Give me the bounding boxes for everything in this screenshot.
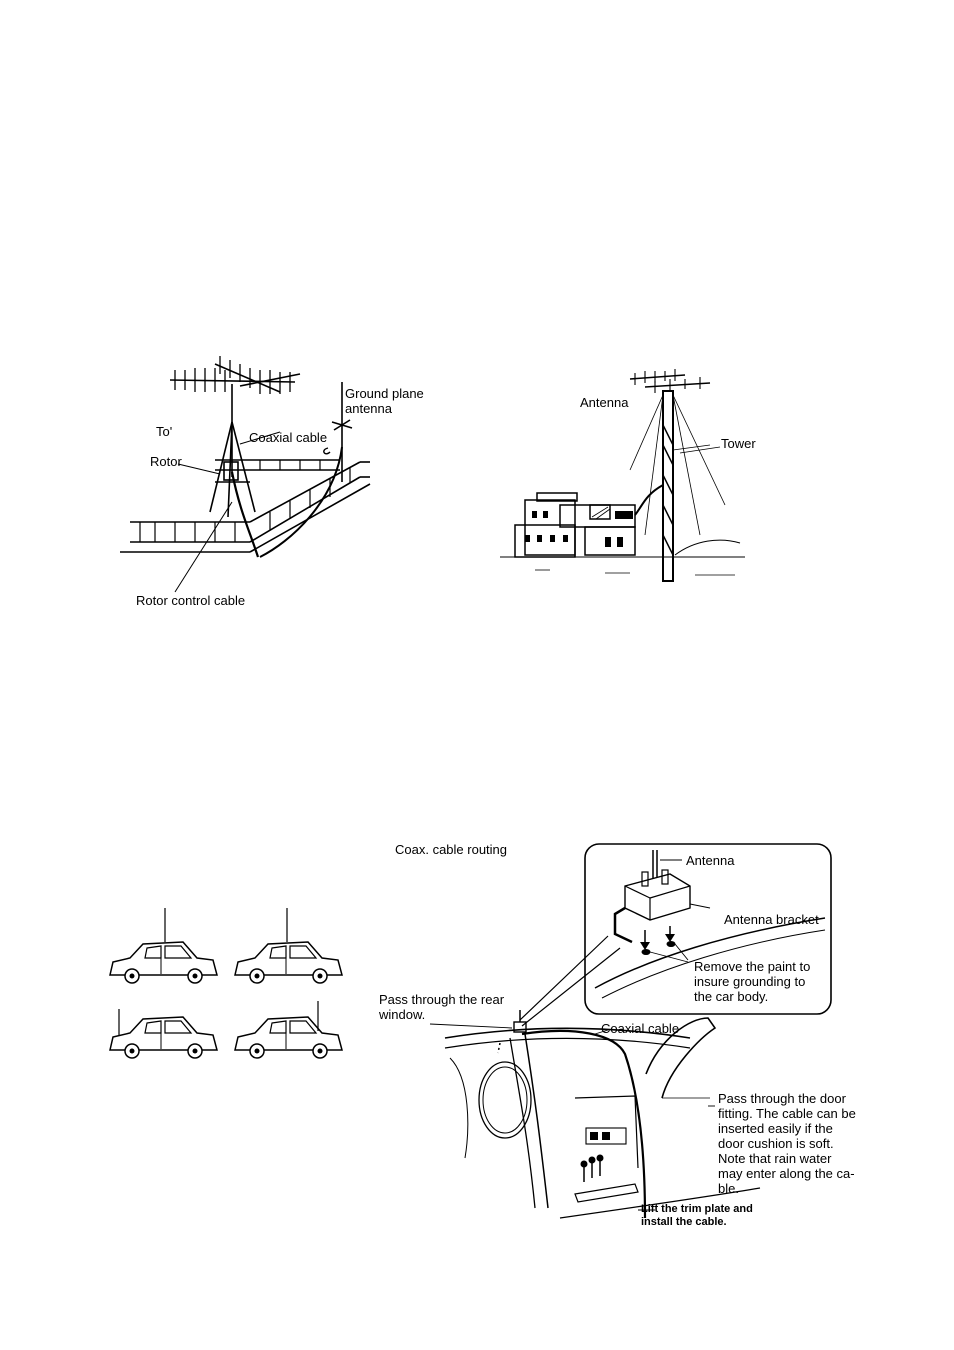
coax-routing-drawing <box>429 843 832 1219</box>
trim-plate-note: Lift the trim plate and install the cabl… <box>641 1203 753 1228</box>
tower-cut-label: To' <box>156 424 173 439</box>
rooftop-antenna-drawing <box>120 356 371 593</box>
rotor-label: Rotor <box>150 454 182 469</box>
ground-plane-label: Ground plane antenna <box>345 386 424 416</box>
car-antenna-positions-figure <box>105 905 355 1065</box>
car-antenna-positions-drawing <box>109 908 343 1059</box>
coaxial-cable-label-car: Coaxial cable <box>601 1021 680 1036</box>
rotor-control-cable-label: Rotor control cable <box>136 593 246 608</box>
inset-antenna-label: Antenna <box>686 853 735 868</box>
antenna-label: Antenna <box>580 395 629 410</box>
tower-antenna-drawing <box>500 369 745 582</box>
coax-routing-figure: Coax. cable routing <box>370 838 870 1238</box>
door-fitting-note: Pass through the door fitting. The cable… <box>718 1091 856 1196</box>
antenna-bracket-label: Antenna bracket <box>724 912 819 927</box>
rooftop-antenna-figure: Ground plane antenna To' Coaxial cable R… <box>120 352 430 612</box>
coaxial-cable-label: Coaxial cable <box>249 430 328 445</box>
tower-label: Tower <box>721 436 756 451</box>
rear-window-label: Pass through the rear window. <box>379 992 505 1022</box>
remove-paint-note: Remove the paint to insure grounding to … <box>694 959 811 1004</box>
coax-routing-title: Coax. cable routing <box>395 842 508 857</box>
tower-antenna-figure: Antenna Tower <box>495 365 756 587</box>
